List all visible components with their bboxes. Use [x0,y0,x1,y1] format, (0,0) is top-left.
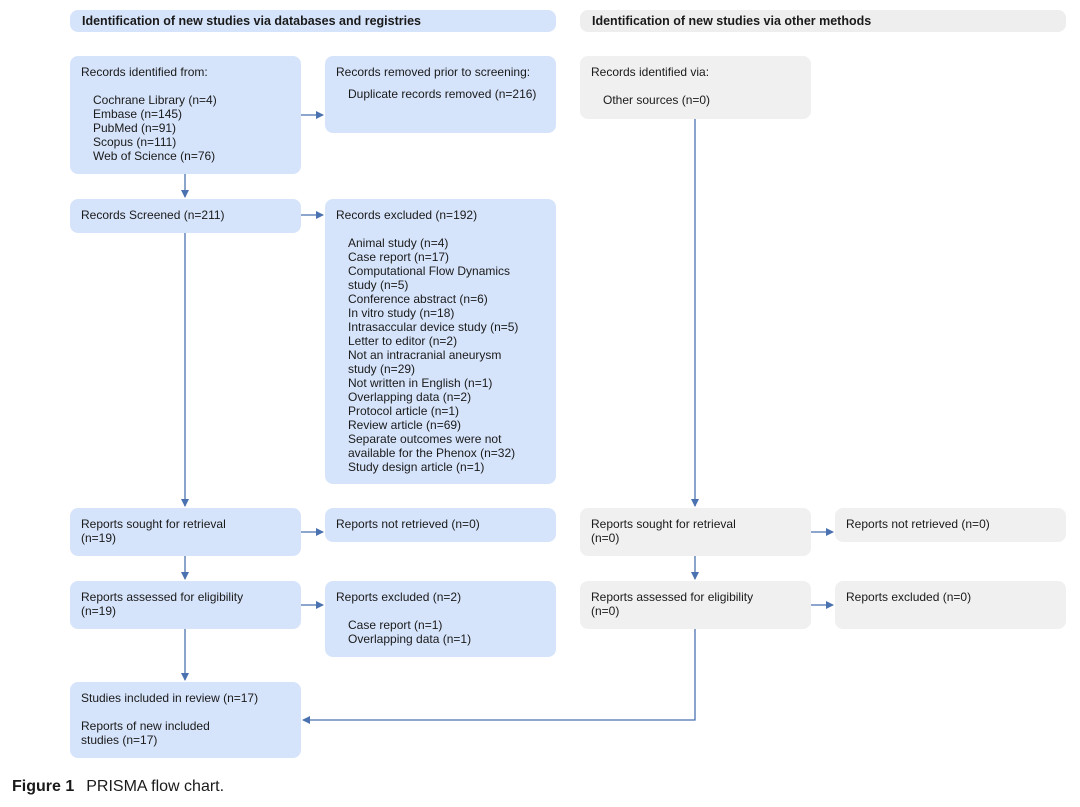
records-removed-list: Duplicate records removed (n=216) [336,87,545,101]
list-item: Study design article (n=1) [348,460,485,474]
records-excluded-title: Records excluded (n=192) [336,208,478,222]
other-reports-assessed-title: Reports assessed for eligibility (n=0) [591,590,757,618]
arrow-other-assessed-to-included [302,629,696,724]
records-screened-title: Records Screened (n=211) [81,208,225,222]
reports-excluded-list: Case report (n=1) Overlapping data (n=1) [336,618,545,646]
list-item: Duplicate records removed (n=216) [348,87,537,101]
reports-sought-box: Reports sought for retrieval (n=19) [70,508,301,556]
list-item: Separate outcomes were not available for… [348,432,516,460]
records-identified-list: Cochrane Library (n=4) Embase (n=145) Pu… [81,93,290,163]
other-reports-sought-title: Reports sought for retrieval (n=0) [591,517,740,545]
reports-assessed-title: Reports assessed for eligibility (n=19) [81,590,247,618]
studies-included-box: Studies included in review (n=17) Report… [70,682,301,758]
figure-label: Figure 1 [12,778,75,795]
list-item: Overlapping data (n=2) [348,390,472,404]
records-identified-box: Records identified from: Cochrane Librar… [70,56,301,174]
reports-not-retrieved-box: Reports not retrieved (n=0) [325,508,556,542]
reports-included-text: Reports of new included studies (n=17) [81,719,214,747]
records-screened-box: Records Screened (n=211) [70,199,301,233]
list-item: Conference abstract (n=6) [348,292,488,306]
other-reports-sought-box: Reports sought for retrieval (n=0) [580,508,811,556]
other-records-identified-title: Records identified via: [591,65,710,79]
list-item: Cochrane Library (n=4) [93,93,217,107]
reports-not-retrieved-title: Reports not retrieved (n=0) [336,517,480,531]
list-item: Letter to editor (n=2) [348,334,458,348]
figure-caption: Figure 1 PRISMA flow chart. [12,778,224,796]
list-item: Not an intracranial aneurysm study (n=29… [348,348,502,376]
list-item: PubMed (n=91) [93,121,177,135]
list-item: Overlapping data (n=1) [348,632,472,646]
list-item: Case report (n=1) [348,618,443,632]
reports-assessed-box: Reports assessed for eligibility (n=19) [70,581,301,629]
other-reports-not-retrieved-title: Reports not retrieved (n=0) [846,517,990,531]
records-removed-title: Records removed prior to screening: [336,65,531,79]
list-item: Scopus (n=111) [93,135,177,149]
list-item: Case report (n=17) [348,250,450,264]
other-records-identified-box: Records identified via: Other sources (n… [580,56,811,119]
list-item: In vitro study (n=18) [348,306,455,320]
reports-sought-title: Reports sought for retrieval (n=19) [81,517,230,545]
list-item: Other sources (n=0) [603,93,711,107]
records-identified-title: Records identified from: [81,65,208,79]
other-reports-excluded-box: Reports excluded (n=0) [835,581,1066,629]
list-item: Web of Science (n=76) [93,149,216,163]
other-records-list: Other sources (n=0) [591,93,800,107]
records-removed-box: Records removed prior to screening: Dupl… [325,56,556,133]
list-item: Not written in English (n=1) [348,376,493,390]
other-reports-assessed-box: Reports assessed for eligibility (n=0) [580,581,811,629]
figure-caption-text: PRISMA flow chart. [86,778,225,795]
list-item: Embase (n=145) [93,107,183,121]
list-item: Animal study (n=4) [348,236,449,250]
list-item: Intrasaccular device study (n=5) [348,320,519,334]
other-reports-excluded-title: Reports excluded (n=0) [846,590,972,604]
list-item: Computational Flow Dynamics study (n=5) [348,264,511,292]
other-reports-not-retrieved-box: Reports not retrieved (n=0) [835,508,1066,542]
reports-excluded-box: Reports excluded (n=2) Case report (n=1)… [325,581,556,657]
list-item: Protocol article (n=1) [348,404,460,418]
list-item: Review article (n=69) [348,418,462,432]
records-excluded-box: Records excluded (n=192) Animal study (n… [325,199,556,484]
header-other-methods: Identification of new studies via other … [580,10,1066,32]
studies-included-text: Studies included in review (n=17) [81,691,259,705]
reports-excluded-title: Reports excluded (n=2) [336,590,462,604]
header-databases: Identification of new studies via databa… [70,10,556,32]
records-excluded-list: Animal study (n=4) Case report (n=17) Co… [336,236,545,474]
